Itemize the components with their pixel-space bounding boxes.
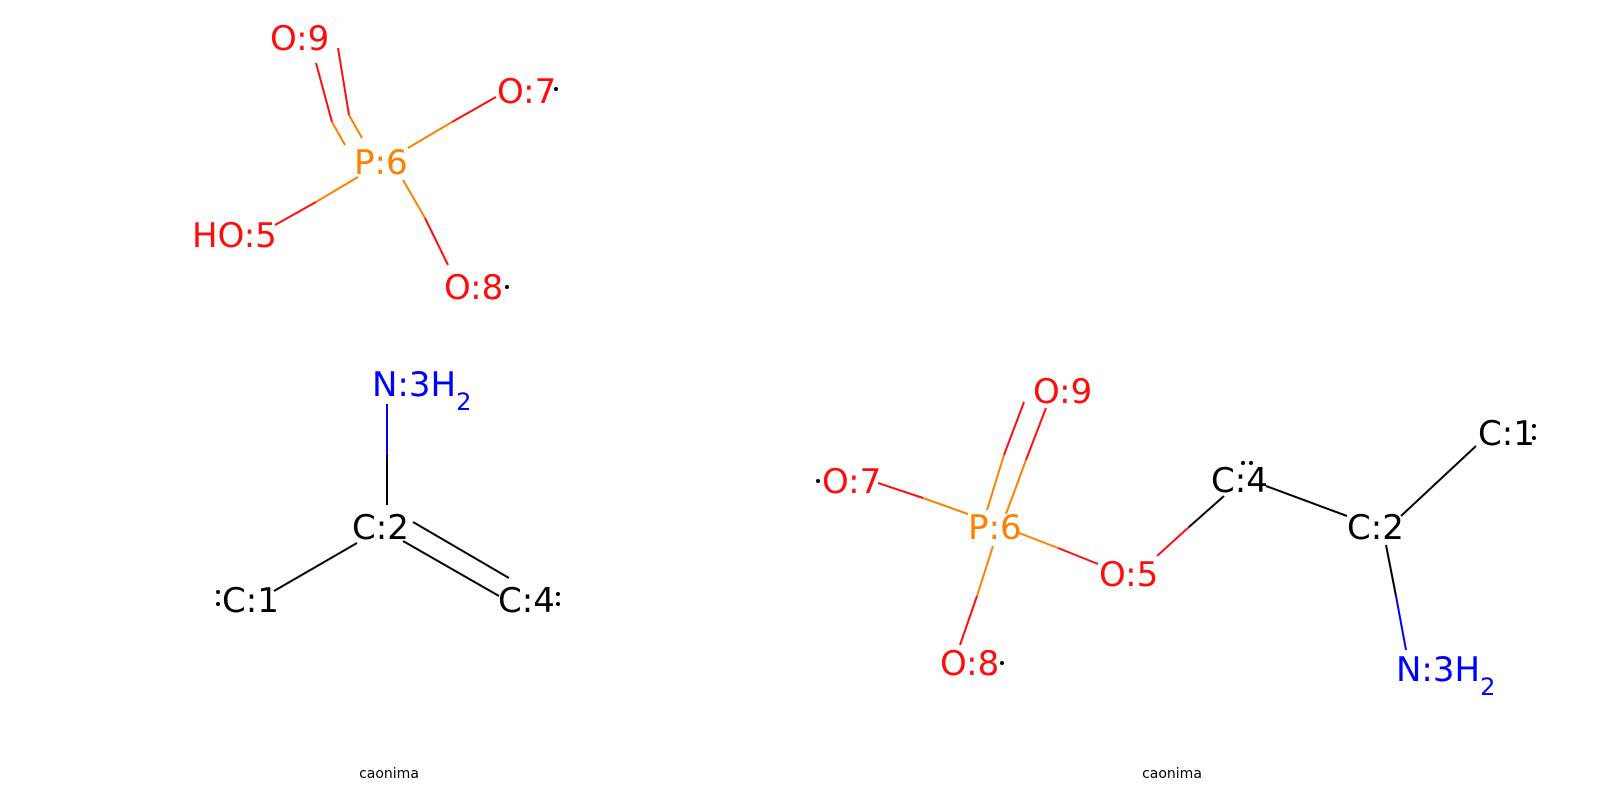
reactant-amine: N:3H2 C:2 C:1 C:4	[216, 365, 560, 621]
carbene-dot	[216, 602, 220, 606]
atom-o9: O:9	[1033, 372, 1092, 412]
bond-c2-n3	[1385, 544, 1407, 651]
bond-p6-o8	[959, 545, 994, 646]
carbene-dot	[556, 592, 560, 596]
atom-c4: C:4	[1211, 461, 1268, 501]
reactant-phosphate: O:9 O:7 P:6 HO:5 O:8	[192, 19, 558, 308]
radical-dot	[1000, 661, 1004, 665]
atom-o8: O:8	[940, 644, 999, 684]
bond-c2-c1	[273, 542, 358, 592]
carbene-dot	[1241, 461, 1245, 465]
carbene-dot	[216, 590, 220, 594]
atom-c4: C:4	[498, 581, 555, 621]
atom-n3: N:3H2	[372, 365, 471, 416]
bond-p6-ho5	[274, 176, 359, 226]
carbene-dot	[1532, 424, 1536, 428]
atom-o9: O:9	[270, 19, 329, 59]
atom-n3: N:3H2	[1396, 650, 1495, 701]
bond-p6-o8	[402, 179, 449, 266]
atom-ho5: HO:5	[192, 216, 277, 256]
radical-dot	[816, 479, 820, 483]
atom-p6: P:6	[968, 508, 1022, 548]
atom-o7: O:7	[497, 72, 556, 112]
bond-p6-o9	[315, 47, 363, 146]
bond-p6-o5	[1018, 532, 1099, 565]
carbene-dot	[1249, 461, 1253, 465]
product-molecule: O:9 O:7 P:6 O:5 O:8 C:4 C:2 C:1 N:3H2	[816, 372, 1536, 701]
atom-c2: C:2	[352, 508, 409, 548]
radical-dot	[554, 87, 558, 91]
atom-c1: C:1	[222, 581, 279, 621]
bond-o5-c4	[1156, 495, 1225, 557]
bond-c4-c2	[1265, 485, 1348, 517]
bond-c2-c4	[402, 521, 510, 597]
product-caption: caonima	[1142, 766, 1202, 782]
bond-p6-o7	[407, 96, 497, 149]
atom-p6: P:6	[354, 143, 408, 183]
radical-dot	[505, 285, 509, 289]
atom-c1: C:1	[1478, 414, 1535, 454]
reactants-caption: caonima	[359, 766, 419, 782]
atom-o5: O:5	[1099, 555, 1158, 595]
atom-c2: C:2	[1347, 508, 1404, 548]
bond-p6-o9	[986, 401, 1047, 515]
atom-o8: O:8	[444, 268, 503, 308]
bond-c2-c1	[1400, 445, 1477, 517]
bond-p6-o7	[877, 482, 969, 515]
carbene-dot	[556, 602, 560, 606]
carbene-dot	[1532, 436, 1536, 440]
atom-o7: O:7	[822, 462, 881, 502]
